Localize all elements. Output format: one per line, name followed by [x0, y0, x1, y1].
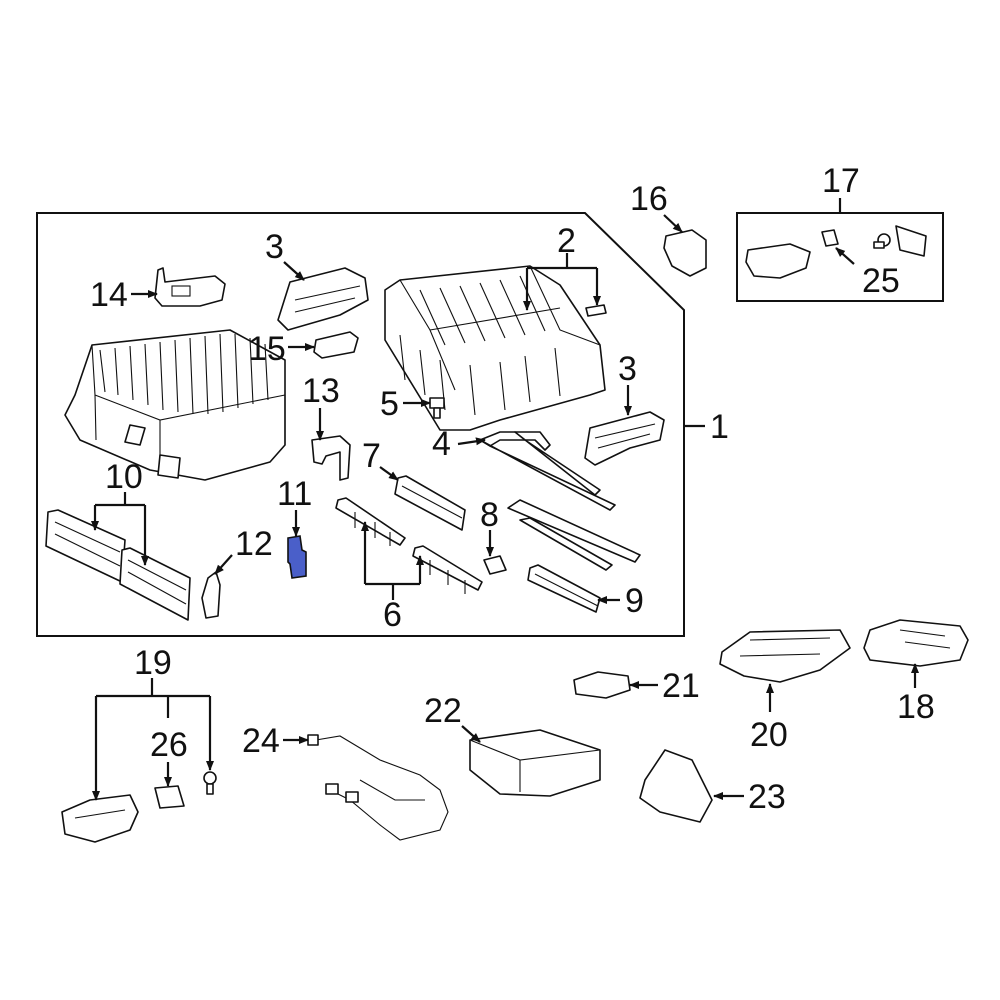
bracket-23-part[interactable]: [639, 749, 713, 823]
bracket-12-part[interactable]: [201, 571, 221, 619]
cover-plate-part[interactable]: [277, 267, 369, 331]
box-22-part[interactable]: [469, 729, 601, 797]
callout-13: 13: [302, 372, 340, 410]
callout-24: 24: [242, 722, 280, 760]
callout-3: 3: [618, 350, 637, 388]
control-unit-18-part[interactable]: [863, 619, 969, 667]
callout-16: 16: [630, 180, 668, 218]
clip-8-part[interactable]: [483, 555, 507, 575]
nut-25-part[interactable]: [821, 229, 839, 247]
side-bracket-part[interactable]: [584, 411, 665, 466]
rail-7-part[interactable]: [394, 475, 466, 531]
unit-19-part[interactable]: [61, 794, 139, 843]
callout-12: 12: [235, 525, 273, 563]
callout-25: 25: [862, 262, 900, 300]
kit-17-bracket-part[interactable]: [745, 243, 811, 279]
callout-19: 19: [134, 644, 172, 682]
battery-module-part[interactable]: [64, 329, 286, 481]
callout-21: 21: [662, 667, 700, 705]
callout-11: 11: [277, 475, 312, 513]
callout-18: 18: [897, 688, 935, 726]
bolt-5-part[interactable]: [429, 397, 445, 419]
module-21-part[interactable]: [573, 671, 631, 699]
bracket-16-part[interactable]: [663, 229, 707, 277]
sensor-15-part[interactable]: [313, 331, 359, 359]
callout-26: 26: [150, 726, 188, 764]
duct-rail-4-part[interactable]: [479, 431, 616, 511]
assembly-frame: [36, 212, 685, 637]
bracket-14-part[interactable]: [154, 267, 226, 307]
rail-9-part[interactable]: [527, 564, 601, 613]
callout-7: 7: [362, 437, 381, 475]
callout-2: 2: [557, 222, 576, 260]
callout-14: 14: [90, 276, 128, 314]
callout-labels: 1 2 3 3 4 5 6 7 8 9 10 11 12 13 14 15 16…: [90, 162, 935, 816]
side-cover-10a-part[interactable]: [45, 509, 126, 583]
lower-rail-part[interactable]: [507, 499, 641, 571]
harness-24-part[interactable]: [307, 734, 449, 841]
highlighted-part-11[interactable]: [287, 535, 307, 579]
callout-5: 5: [380, 385, 399, 423]
tray-20-part[interactable]: [719, 629, 851, 683]
callout-20: 20: [750, 716, 788, 754]
callout-10: 10: [105, 458, 143, 496]
bracket-13-part[interactable]: [311, 435, 351, 481]
callout-17: 17: [822, 162, 860, 200]
callout-22: 22: [424, 692, 462, 730]
upper-cover-part[interactable]: [384, 265, 607, 431]
pad-26-part[interactable]: [154, 785, 185, 809]
callout-8: 8: [480, 496, 499, 534]
callout-1: 1: [710, 408, 729, 446]
callout-6: 6: [383, 596, 402, 634]
callout-3: 3: [265, 228, 284, 266]
leader-lines: [91, 198, 919, 801]
bolt-19-part[interactable]: [203, 771, 217, 795]
callout-4: 4: [432, 425, 451, 463]
bolt-kit-part[interactable]: [873, 233, 891, 249]
callout-15: 15: [248, 330, 286, 368]
rail-6b-part[interactable]: [412, 545, 483, 594]
callout-23: 23: [748, 778, 786, 816]
clip-kit-part[interactable]: [895, 225, 927, 257]
callout-9: 9: [625, 582, 644, 620]
rail-6a-part[interactable]: [335, 497, 406, 546]
side-cover-10b-part[interactable]: [119, 547, 191, 621]
